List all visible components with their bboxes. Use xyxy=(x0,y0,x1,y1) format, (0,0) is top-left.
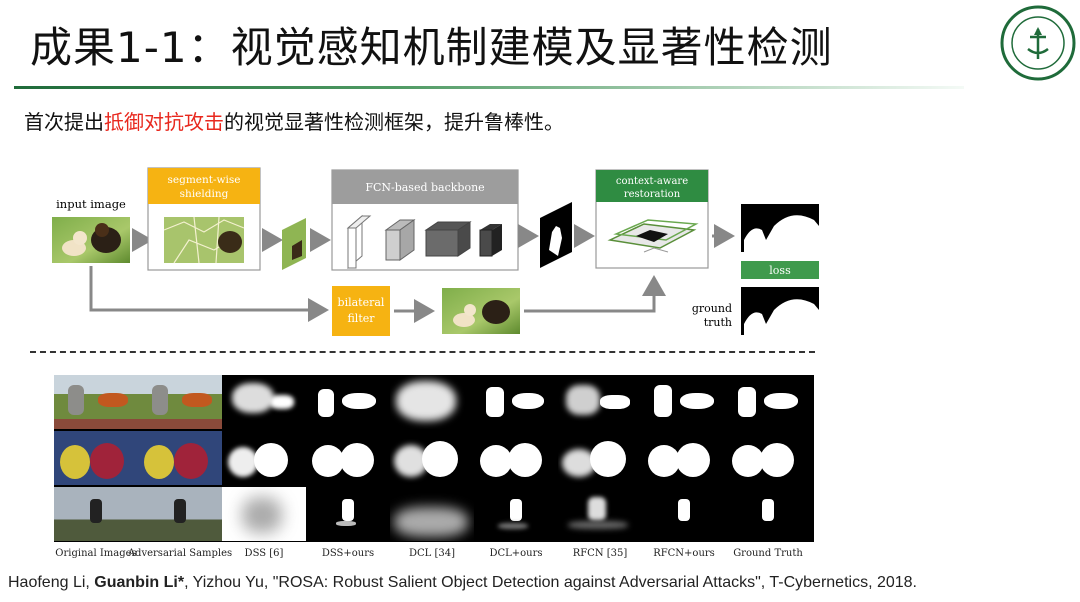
subtitle-after: 的视觉显著性检测框架，提升鲁棒性。 xyxy=(224,110,564,134)
loss-label: loss xyxy=(769,264,791,277)
row3-rfcn-ours xyxy=(642,487,726,541)
row3-rfcn xyxy=(558,487,642,541)
row2-adversarial xyxy=(138,431,222,485)
backbone-label: FCN-based backbone xyxy=(365,181,484,194)
row1-rfcn-ours xyxy=(642,375,726,429)
column-label-ground-truth: Ground Truth xyxy=(733,548,803,559)
subtitle-highlight: 抵御对抗攻击 xyxy=(104,110,224,134)
gt-label-2: truth xyxy=(704,316,732,329)
column-label-rfcn-ours: RFCN+ours xyxy=(653,548,715,559)
column-label-original: Original Images xyxy=(55,548,137,559)
subtitle-before: 首次提出 xyxy=(24,110,104,134)
bilateral-label-2: filter xyxy=(347,312,375,325)
column-label-adversarial: Adversarial Samples xyxy=(127,548,233,559)
row3-dss xyxy=(222,487,306,541)
citation-rest: , Yizhou Yu, "ROSA: Robust Salient Objec… xyxy=(184,574,917,591)
shield-label-1: segment-wise xyxy=(168,174,241,186)
row1-dss-ours xyxy=(306,375,390,429)
row3-original xyxy=(54,487,138,541)
column-label-dss: DSS [6] xyxy=(244,548,284,559)
row2-dcl xyxy=(390,431,474,485)
column-label-dss-ours: DSS+ours xyxy=(321,548,375,559)
backbone-box xyxy=(332,170,518,204)
row3-ground-truth xyxy=(726,487,810,541)
subtitle: 首次提出抵御对抗攻击的视觉显著性检测框架，提升鲁棒性。 xyxy=(24,106,564,135)
row1-dcl-ours xyxy=(474,375,558,429)
row2-rfcn-ours xyxy=(642,431,726,485)
row1-adversarial xyxy=(138,375,222,429)
slide-title: 成果1-1：视觉感知机制建模及显著性检测 xyxy=(30,23,833,72)
citation-highlight-author: Guanbin Li* xyxy=(94,574,185,591)
column-label-dcl: DCL [34] xyxy=(408,548,456,559)
row2-dss xyxy=(222,431,306,485)
row3-dcl xyxy=(390,487,474,541)
restoration-label-2: restoration xyxy=(624,189,681,200)
column-label-dcl-ours: DCL+ours xyxy=(489,548,543,559)
row3-adversarial xyxy=(138,487,222,541)
bilateral-label-1: bilateral xyxy=(338,296,385,309)
row1-rfcn xyxy=(558,375,642,429)
gt-label-1: ground xyxy=(692,302,732,315)
shield-label-2: shielding xyxy=(180,188,229,200)
row1-dss xyxy=(222,375,306,429)
pipeline-diagram: input image segment-wise shielding FCN-b… xyxy=(52,167,819,336)
skewed-image xyxy=(282,218,306,270)
results-grid xyxy=(54,375,814,542)
row1-dcl xyxy=(390,375,474,429)
university-logo xyxy=(1000,5,1076,81)
restoration-box xyxy=(596,170,708,202)
shielding-box xyxy=(148,168,260,204)
citation-authors-start: Haofeng Li, xyxy=(8,574,95,591)
row2-dss-ours xyxy=(306,431,390,485)
title-underline xyxy=(14,86,964,89)
row1-original xyxy=(54,375,138,429)
row2-dcl-ours xyxy=(474,431,558,485)
citation: Haofeng Li, Guanbin Li*, Yizhou Yu, "ROS… xyxy=(8,574,917,592)
section-divider xyxy=(30,351,815,353)
row2-rfcn xyxy=(558,431,642,485)
input-label: input image xyxy=(56,197,126,211)
bilateral-filter-box xyxy=(332,286,390,336)
loss-box xyxy=(741,261,819,279)
row3-dss-ours xyxy=(306,487,390,541)
row2-ground-truth xyxy=(726,431,810,485)
column-label-rfcn: RFCN [35] xyxy=(572,548,628,559)
row3-dcl-ours xyxy=(474,487,558,541)
row1-ground-truth xyxy=(726,375,810,429)
restoration-label-1: context-aware xyxy=(616,176,688,187)
row2-original xyxy=(54,431,138,485)
